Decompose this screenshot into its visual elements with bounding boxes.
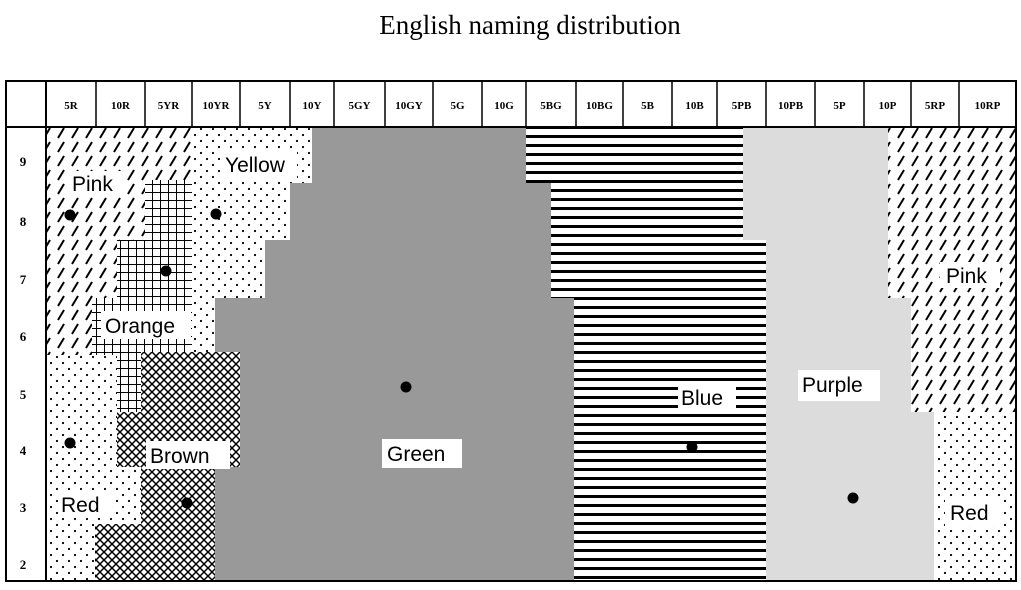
hue-label-10g: 10G <box>494 100 514 112</box>
value-label-4: 4 <box>20 443 27 458</box>
label-red-right: Red <box>945 499 1002 526</box>
region-red-right <box>934 412 1016 581</box>
value-label-6: 6 <box>20 329 27 344</box>
region-label-red-right: Red <box>950 502 989 525</box>
region-purple <box>743 127 934 581</box>
hue-label-10bg: 10BG <box>586 100 613 112</box>
hue-label-5bg: 5BG <box>540 100 562 112</box>
region-label-pink-left: Pink <box>72 173 113 196</box>
label-pink-right: Pink <box>940 262 1000 288</box>
hue-label-5rp: 5RP <box>925 100 945 112</box>
region-label-yellow: Yellow <box>225 154 286 177</box>
value-label-9: 9 <box>20 154 27 169</box>
region-label-red-left: Red <box>61 494 100 517</box>
label-orange: Orange <box>101 311 191 339</box>
value-label-7: 7 <box>20 272 27 287</box>
focal-dot-red <box>64 437 76 449</box>
hue-label-5b: 5B <box>641 100 655 112</box>
hue-header: 5R 10R 5YR 10YR 5Y 10Y 5GY 10GY 5G 10G 5BG 10BG 5B 10… <box>64 81 1001 127</box>
diagram-title: English naming distribution <box>379 10 681 40</box>
region-green <box>215 127 574 581</box>
hue-label-5r: 5R <box>64 100 79 112</box>
label-blue: Blue <box>678 384 736 410</box>
hue-label-10p: 10P <box>879 100 897 112</box>
label-purple: Purple <box>798 370 880 401</box>
hue-label-10gy: 10GY <box>395 100 423 112</box>
hue-label-5p: 5P <box>833 100 846 112</box>
hue-label-10rp: 10RP <box>975 100 1001 112</box>
label-pink-left: Pink <box>68 171 124 196</box>
region-label-orange: Orange <box>105 315 175 338</box>
region-orange <box>92 180 192 412</box>
label-red-left: Red <box>58 491 112 518</box>
value-label-3: 3 <box>20 500 27 515</box>
focal-dot-pink <box>64 209 76 221</box>
hue-label-5y: 5Y <box>258 100 272 112</box>
region-label-pink-right: Pink <box>946 265 987 288</box>
region-label-purple: Purple <box>802 374 863 397</box>
focal-dot-yellow <box>210 208 222 220</box>
value-label-5: 5 <box>20 387 27 402</box>
hue-label-5yr: 5YR <box>158 100 180 112</box>
hue-label-10pb: 10PB <box>778 100 804 112</box>
hue-label-10y: 10Y <box>303 100 322 112</box>
hue-label-5pb: 5PB <box>732 100 752 112</box>
region-red-left <box>46 355 141 581</box>
value-axis: 9 8 7 6 5 4 3 2 <box>20 154 27 572</box>
hue-label-10b: 10B <box>685 100 704 112</box>
hue-label-10r: 10R <box>111 100 131 112</box>
region-label-brown: Brown <box>150 445 210 468</box>
focal-dot-purple <box>847 492 859 504</box>
focal-dot-blue <box>686 441 698 453</box>
value-label-2: 2 <box>20 557 27 572</box>
label-yellow: Yellow <box>222 151 297 178</box>
hue-label-10yr: 10YR <box>203 100 231 112</box>
region-blue <box>526 127 766 581</box>
focal-dot-orange <box>160 265 172 277</box>
hue-label-5gy: 5GY <box>349 100 371 112</box>
label-brown: Brown <box>146 441 230 469</box>
region-label-blue: Blue <box>681 387 723 410</box>
label-green: Green <box>382 439 462 468</box>
value-label-8: 8 <box>20 214 27 229</box>
chart-frame <box>5 80 1017 582</box>
hue-label-5g: 5G <box>450 100 465 112</box>
region-yellow <box>192 127 312 352</box>
focal-dot-green <box>400 381 412 393</box>
region-label-green: Green <box>387 443 445 466</box>
focal-dot-brown <box>181 497 193 509</box>
